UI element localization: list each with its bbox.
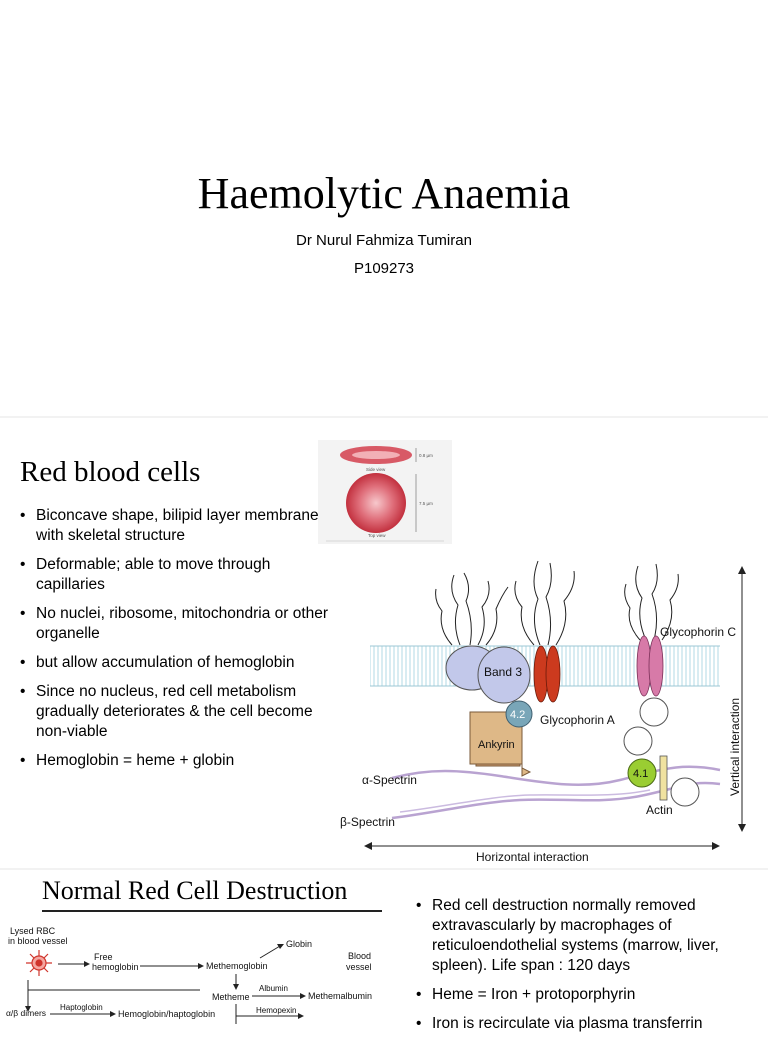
red-cell-destruction-slide: Normal Red Cell Destruction Red cell des… [0, 870, 768, 1034]
hemopexin-label: Hemopexin [256, 1006, 296, 1015]
list-item: Hemoglobin = heme + globin [20, 751, 340, 771]
glycophorin-a-protein [545, 645, 561, 703]
actin-label: Actin [646, 803, 673, 817]
glycan-chains [435, 560, 679, 646]
top-view-label: Top view [368, 533, 386, 538]
list-item: Heme = Iron + protoporphyrin [416, 985, 748, 1005]
methemalbumin-label: Methemalbumin [308, 991, 372, 1001]
top-dimension-label: 7.5 µm [419, 501, 433, 506]
alpha-spectrin-strand [391, 765, 721, 786]
band-4-1-label: 4.1 [633, 768, 648, 780]
vessel-label: vessel [346, 962, 372, 972]
list-item: Red cell destruction normally removed ex… [416, 896, 748, 976]
glycophorin-c-protein [648, 635, 664, 697]
globin-label: Globin [286, 939, 312, 949]
author-name: Dr Nurul Fahmiza Tumiran [296, 232, 472, 249]
rbc-bullet-list: Biconcave shape, bilipid layer membrane … [20, 506, 340, 780]
list-item: No nuclei, ribosome, mitochondria or oth… [20, 604, 340, 644]
slide-title: Normal Red Cell Destruction [42, 876, 348, 905]
band-3-label: Band 3 [484, 665, 522, 679]
slide-divider [0, 868, 768, 870]
side-view-label: Side view [366, 467, 386, 472]
glycophorin-c-label: Glycophorin C [660, 625, 736, 639]
hemoglobin-haptoglobin-label: Hemoglobin/haptoglobin [118, 1009, 215, 1019]
ankyrin-label: Ankyrin [478, 739, 515, 751]
dimers-label: α/β dimers [6, 1008, 46, 1018]
student-id: P109273 [353, 260, 415, 277]
rbc-destruction-pathway: Lysed RBC in blood vessel Free hemoglobi… [6, 926, 372, 1024]
slide-divider [0, 416, 768, 418]
haptoglobin-label: Haptoglobin [60, 1003, 103, 1012]
linker-protein [623, 726, 653, 756]
free-hemoglobin-label: hemoglobin [92, 962, 139, 972]
band-3-protein [477, 646, 531, 704]
list-item: Biconcave shape, bilipid layer membrane … [20, 506, 340, 546]
metheme-label: Metheme [212, 992, 250, 1002]
rbc-top-view [346, 473, 406, 533]
glycophorin-a-label: Glycophorin A [540, 713, 615, 727]
red-blood-cells-slide: Red blood cells Biconcave shape, bilipid… [0, 418, 768, 870]
slide-title: Red blood cells [20, 456, 201, 488]
vertical-interaction-label: Vertical interaction [728, 698, 742, 796]
linker-protein [639, 697, 669, 727]
albumin-label: Albumin [259, 984, 288, 993]
title-underline [42, 910, 382, 912]
methemoglobin-label: Methemoglobin [206, 961, 268, 971]
band-4-1-protein [627, 758, 657, 788]
membrane-cytoskeleton-diagram: Ankyrin Band 3 Glycophorin A 4.2 Glycoph… [340, 560, 746, 864]
list-item: Iron is recirculate via plasma transferr… [416, 1014, 748, 1034]
in-blood-vessel-label: in blood vessel [8, 936, 68, 946]
presentation-title: Haemolytic Anaemia [197, 169, 571, 218]
actin-rod [659, 755, 668, 801]
beta-spectrin-label: β-Spectrin [340, 815, 395, 829]
lysed-rbc-label: Lysed RBC [10, 926, 56, 936]
destruction-bullet-list: Red cell destruction normally removed ex… [416, 896, 748, 1043]
lysed-rbc-icon [26, 950, 52, 976]
blood-label: Blood [348, 951, 371, 961]
title-slide: Haemolytic Anaemia Dr Nurul Fahmiza Tumi… [0, 0, 768, 416]
rbc-shape-figure: 0.8 µm Side view 7.5 µm Top view [318, 440, 452, 544]
list-item: Since no nucleus, red cell metabolism gr… [20, 682, 340, 742]
list-item: Deformable; able to move through capilla… [20, 555, 340, 595]
band-4-2-label: 4.2 [510, 709, 525, 721]
actin-protein [670, 777, 700, 807]
free-label: Free [94, 952, 113, 962]
side-dimension-label: 0.8 µm [419, 453, 433, 458]
horizontal-interaction-label: Horizontal interaction [476, 850, 589, 864]
list-item: but allow accumulation of hemoglobin [20, 653, 340, 673]
band-4-2-protein [505, 700, 533, 728]
alpha-spectrin-label: α-Spectrin [362, 773, 417, 787]
